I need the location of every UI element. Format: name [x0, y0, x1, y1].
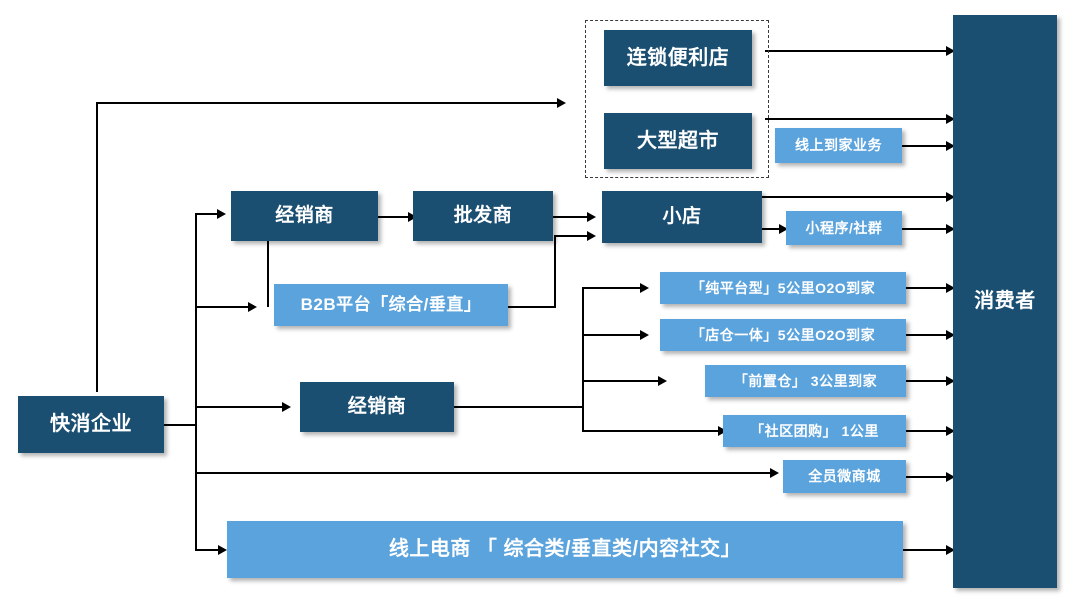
connector-convenience-to-consumer	[765, 50, 955, 52]
connector-online-home-to-consumer	[902, 145, 955, 147]
arrowhead-o2o-store	[640, 330, 649, 340]
node-miniprogram-community[interactable]: 小程序/社群	[786, 211, 902, 245]
connector-trunk-to-o2o-pure	[582, 287, 644, 289]
connector-main-trunk	[195, 213, 197, 551]
connector-direct-retail-horizontal	[96, 102, 561, 104]
connector-trunk-to-dealer-top	[195, 213, 219, 215]
node-o2o-pure-platform[interactable]: 「纯平台型」5公里O2O到家	[660, 272, 906, 304]
connector-shop-to-consumer	[762, 196, 955, 198]
arrowhead-o2o-pure	[640, 283, 649, 293]
connector-trunk-to-o2o-store	[582, 334, 644, 336]
connector-o2o-store-to-consumer	[906, 334, 955, 336]
node-dealer-top[interactable]: 经销商	[231, 191, 378, 241]
node-chain-convenience[interactable]: 连锁便利店	[604, 30, 752, 86]
arrowhead-direct-retail	[557, 98, 566, 108]
node-online-to-home[interactable]: 线上到家业务	[775, 128, 902, 163]
connector-miniprogram-to-consumer	[902, 228, 955, 230]
connector-trunk-to-micro-mall	[195, 472, 773, 474]
arrowhead-consumer-o2o-community	[946, 426, 955, 436]
connector-shop-to-miniprogram	[762, 228, 782, 230]
arrowhead-consumer-miniprogram	[946, 224, 955, 234]
node-hypermarket[interactable]: 大型超市	[604, 113, 752, 169]
connector-o2o-pure-to-consumer	[906, 287, 955, 289]
connector-b2b-right	[508, 306, 556, 308]
arrowhead-consumer-ecommerce	[946, 545, 955, 555]
connector-wholesaler-to-shop	[553, 216, 591, 218]
arrowhead-consumer-o2o-pure	[946, 283, 955, 293]
arrowhead-o2o-front	[658, 376, 667, 386]
arrowhead-b2b	[248, 302, 257, 312]
node-consumer[interactable]: 消费者	[953, 15, 1057, 588]
node-staff-micro-mall[interactable]: 全员微商城	[783, 460, 906, 493]
connector-hypermarket-to-consumer	[765, 118, 955, 120]
connector-trunk-to-o2o-community	[582, 430, 722, 432]
node-small-shop[interactable]: 小店	[602, 191, 762, 243]
arrowhead-consumer-convenience	[946, 46, 955, 56]
node-o2o-community-group[interactable]: 「社区团购」 1公里	[723, 415, 906, 447]
connector-dealer-top-down	[267, 241, 269, 307]
node-o2o-store-warehouse[interactable]: 「店仓一体」5公里O2O到家	[660, 319, 906, 351]
node-wholesaler[interactable]: 批发商	[413, 191, 553, 241]
arrowhead-miniprogram	[779, 224, 788, 234]
node-dealer-mid[interactable]: 经销商	[300, 382, 454, 432]
arrowhead-o2o-community	[718, 426, 727, 436]
connector-o2o-trunk	[582, 287, 584, 432]
arrowhead-micro-mall	[770, 468, 779, 478]
arrowhead-consumer-online-home	[946, 141, 955, 151]
arrowhead-consumer-hypermarket	[946, 114, 955, 124]
connector-dealer-mid-right	[454, 406, 584, 408]
connector-b2b-to-shop	[554, 235, 591, 237]
arrowhead-consumer-o2o-front	[946, 376, 955, 386]
arrowhead-dealer-top	[217, 209, 226, 219]
connector-ecommerce-to-consumer	[903, 549, 955, 551]
arrowhead-consumer-o2o-store	[946, 330, 955, 340]
connector-trunk-to-ecommerce	[195, 549, 221, 551]
node-online-ecommerce[interactable]: 线上电商 「 综合类/垂直类/内容社交」	[227, 521, 903, 578]
connector-o2o-community-to-consumer	[906, 430, 955, 432]
connector-trunk-to-o2o-front	[582, 380, 662, 382]
connector-direct-retail-vertical	[96, 103, 98, 392]
node-source[interactable]: 快消企业	[18, 396, 164, 453]
arrowhead-consumer-shop	[946, 192, 955, 202]
arrowhead-consumer-micro-mall	[946, 472, 955, 482]
arrowhead-dealer-mid	[282, 402, 291, 412]
node-b2b-platform[interactable]: B2B平台「综合/垂直」	[274, 284, 508, 326]
arrowhead-ecommerce	[218, 545, 227, 555]
node-o2o-front-warehouse[interactable]: 「前置仓」 3公里到家	[705, 365, 906, 397]
connector-b2b-up	[554, 236, 556, 308]
arrowhead-small-shop-upper	[587, 212, 596, 222]
connector-micro-mall-to-consumer	[906, 476, 955, 478]
connector-source-stub	[163, 424, 197, 426]
arrowhead-wholesaler	[408, 212, 417, 222]
modern-retail-group-frame	[585, 20, 769, 178]
connector-trunk-to-b2b	[195, 306, 251, 308]
connector-o2o-front-to-consumer	[906, 380, 955, 382]
connector-trunk-to-dealer-mid	[195, 406, 285, 408]
arrowhead-small-shop-lower	[587, 231, 596, 241]
connector-dealer-to-wholesaler	[378, 216, 412, 218]
